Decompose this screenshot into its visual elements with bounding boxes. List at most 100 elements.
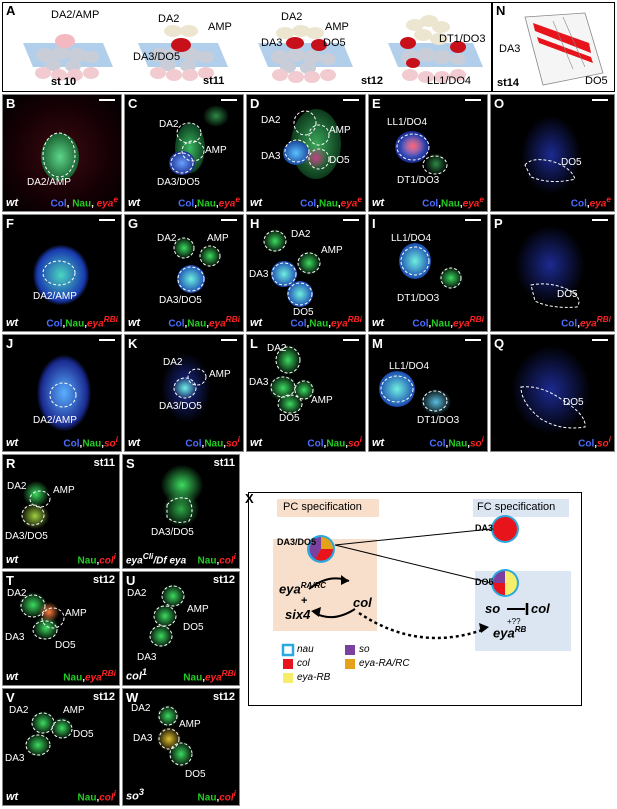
cell-cluster (277, 393, 303, 415)
label-da3: DA3 (137, 652, 157, 663)
outline (380, 375, 448, 412)
label-do5: DO5 (279, 413, 300, 424)
panel-w: W st12 DA2 AMP DA3 DO5 so3 Nau,coli (122, 688, 240, 806)
label-do5: DO5 (73, 729, 94, 740)
six4-label: six4 (285, 607, 311, 622)
panel-s: S st11 DA3/DO5 eyaCli/Df eya Nau,coli (122, 454, 240, 569)
panel-letter: L (250, 336, 258, 351)
label-amp: AMP (65, 608, 87, 619)
genotype: wt (128, 437, 141, 449)
label-amp: AMP (329, 125, 351, 136)
cell-cluster (511, 345, 591, 435)
label-do5: DO5 (183, 622, 204, 633)
panel-t: T st12 DA2 AMP DA3 DO5 wt Nau,eyaRBi (2, 571, 120, 686)
scale-bar (99, 339, 115, 341)
outline (284, 110, 330, 170)
label-amp: AMP (207, 233, 229, 244)
panel-p: P DO5 Col,eyaRBi (490, 214, 615, 332)
cell-cluster (173, 237, 195, 259)
label-ll1do4: LL1/DO4 (389, 361, 430, 372)
outline (530, 283, 580, 308)
label-da3: DA3 (249, 269, 269, 280)
panel-r: R st11 DA2 AMP DA3/DO5 wt Nau,coli (2, 454, 120, 569)
legend: Col,Nau,soi (185, 433, 240, 449)
legend: Col,soi (578, 433, 611, 449)
legend: Col,eyae (570, 193, 611, 209)
panel-letter: V (6, 690, 15, 705)
panel-n-stage: st14 (497, 77, 520, 89)
legend-eya-rb: eya-RB (297, 672, 331, 683)
genotype: wt (372, 317, 385, 329)
label-da2: DA2 (159, 119, 179, 130)
scale-bar (465, 99, 481, 101)
cell-cluster (169, 741, 193, 767)
panel-j: J DA2/AMP wt Col,Nau,soi (2, 334, 122, 452)
legend: Col,Nau,eyaRBi (168, 313, 240, 329)
st12a-label-do5: DO5 (323, 37, 346, 49)
label-dt1do3: DT1/DO3 (417, 415, 460, 426)
label-do5: DO5 (557, 289, 578, 300)
panel-letter: M (372, 336, 383, 351)
label-amp: AMP (205, 145, 227, 156)
label-ll1do4: LL1/DO4 (391, 233, 432, 244)
panel-letter: H (250, 216, 260, 231)
st12a-label-da2: DA2 (281, 11, 303, 23)
panel-letter: D (250, 96, 260, 111)
label-dt1do3: DT1/DO3 (397, 293, 440, 304)
label-da2: DA2 (7, 481, 27, 492)
label-do5: DO5 (55, 640, 76, 651)
scale-bar (99, 99, 115, 101)
label-amp: AMP (311, 395, 333, 406)
panel-v: V st12 DA2 AMP DO5 DA3 wt Nau,coli (2, 688, 120, 806)
st10-label-da2amp: DA2/AMP (51, 9, 100, 21)
st11-stage: st11 (203, 75, 225, 87)
st12a-label-amp: AMP (325, 21, 349, 33)
label-da3: DA3 (249, 377, 269, 388)
outline (173, 368, 207, 399)
legend-so: so (359, 644, 370, 655)
stage: st12 (92, 574, 115, 586)
genotype: wt (6, 791, 19, 803)
st11-label-da3do5: DA3/DO5 (133, 51, 181, 63)
scale-bar (99, 219, 115, 221)
pc-title: PC specification (283, 501, 362, 513)
outline (21, 490, 51, 526)
label-da2amp: DA2/AMP (27, 177, 71, 188)
label-da2: DA2 (9, 705, 29, 716)
legend: Nau,eyaRBi (183, 667, 236, 683)
col-label: col (353, 595, 372, 610)
panel-letter: B (6, 96, 16, 111)
do5-label: DO5 (475, 577, 494, 587)
label-da3: DA3 (5, 632, 25, 643)
panel-e: E LL1/DO4 DT1/DO3 wt Col,Nau,eyae (368, 94, 488, 212)
cell-cluster (203, 105, 229, 127)
cell-cluster (401, 135, 425, 157)
scale-bar (592, 219, 608, 221)
fc-title-box (473, 499, 569, 517)
panel-x-letter: X (245, 491, 254, 506)
genotype: wt (6, 554, 19, 566)
label-da2: DA2 (267, 343, 287, 354)
legend: Nau,coli (197, 787, 236, 803)
label-amp: AMP (187, 604, 209, 615)
panel-letter: F (6, 216, 14, 231)
eya-rb-label: eyaRB (493, 625, 527, 641)
genotype: wt (250, 197, 263, 209)
cell-cluster (399, 243, 431, 279)
legend: Col,Nau,eyae (178, 193, 240, 209)
st10-stage: st 10 (51, 76, 77, 88)
cell-cluster (51, 717, 73, 739)
legend-col: col (297, 658, 310, 669)
eya-ra-rc-label: eyaRA/RC (279, 581, 327, 597)
pc-cell-label: DA3/DO5 (277, 537, 317, 547)
panel-letter: P (494, 216, 503, 231)
stage: st11 (93, 457, 115, 469)
panel-q: Q DO5 Col,soi (490, 334, 615, 452)
outline (396, 133, 448, 175)
cell-cluster (275, 345, 301, 375)
outline (25, 712, 73, 756)
panel-letter: S (126, 456, 135, 471)
panel-o: O DO5 Col,eyae (490, 94, 615, 212)
genotype: wt (250, 317, 263, 329)
panel-l: L DA2 DA3 AMP DO5 wt Col,Nau,soi (246, 334, 366, 452)
